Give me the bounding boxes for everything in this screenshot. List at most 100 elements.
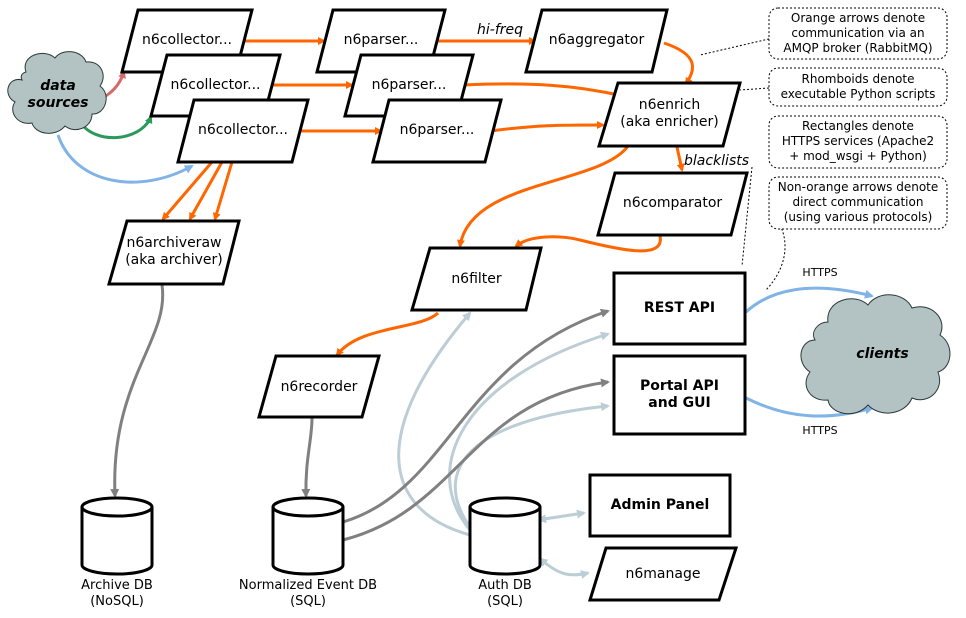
rhomboid-shapes — [107, 8, 749, 602]
admin-panel-shape — [588, 473, 732, 538]
archive-db-shape — [80, 496, 154, 576]
leader-orange-note — [699, 37, 774, 56]
event-db-label-line1: Normalized Event DB — [238, 578, 378, 593]
legend-rhomboids-box — [768, 67, 948, 107]
edge-enrich-filter — [456, 145, 630, 248]
data-sources-label-line2: sources — [27, 95, 89, 111]
comparator-shape — [596, 171, 749, 237]
portal-api-label: Portal API and GUI — [614, 378, 745, 412]
archive-db-label-line2: (NoSQL) — [90, 594, 144, 609]
edge-collector3-archiveraw-c — [212, 161, 234, 221]
recorder-label: n6recorder — [280, 379, 358, 395]
edge-authdb-adminpanel — [537, 509, 586, 524]
https-bottom-label: HTTPS — [802, 424, 838, 437]
collector2-label: n6collector... — [170, 77, 261, 93]
edge-authdb-n6manage — [538, 557, 590, 579]
portal-api-shape — [612, 354, 747, 436]
archiveraw-label-line2: (aka archiver) — [125, 252, 223, 268]
edge-datasources-collector3 — [56, 134, 194, 184]
admin-panel-label: Admin Panel — [610, 497, 710, 513]
gray-connections — [110, 284, 610, 542]
edge-restapi-clients — [744, 286, 874, 314]
legend-rectangles-line2: HTTPS services (Apache2 — [781, 134, 935, 148]
event-db-label: Normalized Event DB (SQL) — [218, 578, 398, 610]
filter-shape — [410, 246, 543, 312]
portal-api-label-line1: Portal API — [640, 378, 719, 394]
edge-enrich-comparator — [675, 146, 685, 172]
clients-label: clients — [856, 346, 909, 362]
legend-rectangles-box — [768, 115, 948, 169]
edge-collector3-archiveraw-b — [188, 161, 224, 221]
auth-db-label-line1: Auth DB — [478, 578, 532, 593]
aggregator-label: n6aggregator — [548, 32, 645, 48]
archive-db-label-line1: Archive DB — [81, 578, 153, 593]
edge-archiveraw-archivedb — [110, 284, 165, 498]
edge-parser3-enrich — [490, 121, 605, 133]
legend-nonorange-line2: direct communication — [792, 195, 924, 209]
legend-orange-line2: communication via an — [791, 26, 925, 40]
rectangle-shapes — [588, 271, 747, 538]
auth-db-label-line2: (SQL) — [487, 594, 523, 609]
legend-rectangles-note: Rectangles denote HTTPS services (Apache… — [769, 119, 947, 164]
edge-aggregator-enrich — [663, 41, 694, 86]
enrich-label-line1: n6enrich — [638, 97, 701, 113]
legend-orange-line1: Orange arrows denote — [790, 11, 926, 25]
archive-db-label: Archive DB (NoSQL) — [57, 578, 177, 610]
enrich-label-line2: (aka enricher) — [620, 114, 719, 130]
legend-orange-line3: AMQP broker (RabbitMQ) — [783, 41, 933, 55]
legend-nonorange-line1: Non-orange arrows denote — [777, 180, 939, 194]
legend-nonorange-line3: (using various protocols) — [783, 210, 933, 224]
parser3-shape — [371, 98, 503, 164]
hi-freq-label: hi-freq — [477, 22, 523, 38]
edge-comparator-filter — [514, 235, 662, 253]
legend-orange-box — [768, 7, 948, 60]
parser3-label: n6parser... — [399, 122, 475, 138]
legend-rectangles-line1: Rectangles denote — [802, 119, 914, 133]
edge-collector3-archiveraw-a — [161, 161, 214, 221]
edge-authdb-filter — [397, 311, 472, 537]
edge-recorder-eventdb — [301, 417, 314, 498]
edge-parser2-enrich — [462, 82, 625, 99]
collector3-shape — [176, 98, 310, 164]
auth-db-shape — [468, 496, 542, 576]
legend-nonorange-box — [768, 176, 948, 230]
legend-rhomboids-line1: Rhomboids denote — [801, 72, 915, 86]
n6manage-shape — [587, 546, 739, 602]
filter-label: n6filter — [451, 271, 502, 287]
parser1-label: n6parser... — [343, 32, 419, 48]
aggregator-shape — [524, 8, 669, 74]
collector1-label: n6collector... — [141, 32, 232, 48]
enrich-shape — [596, 81, 742, 148]
amqp-connections — [161, 37, 694, 357]
event-db-label-line2: (SQL) — [290, 594, 326, 609]
parser2-label: n6parser... — [371, 77, 447, 93]
rest-api-shape — [612, 271, 747, 346]
edge-eventdb-restapi — [342, 308, 610, 524]
data-sources-label: data sources — [18, 78, 98, 112]
legend-rhomboids-note: Rhomboids denote executable Python scrip… — [769, 72, 947, 102]
legend-rectangles-line3: + mod_wsgi + Python) — [789, 149, 927, 163]
event-db-shape — [271, 496, 345, 576]
legend-leaders — [699, 37, 786, 291]
https-top-label: HTTPS — [802, 266, 838, 279]
legend-rhomboids-line2: executable Python scripts — [780, 87, 936, 101]
rest-api-label: REST API — [643, 300, 716, 316]
legend-orange-note: Orange arrows denote communication via a… — [769, 11, 947, 56]
archiveraw-label: n6archiveraw (aka archiver) — [109, 235, 239, 269]
clients-cloud — [800, 294, 951, 415]
auth-db-label: Auth DB (SQL) — [455, 578, 555, 610]
archiveraw-label-line1: n6archiveraw — [126, 235, 222, 251]
leader-nonorange-note — [765, 224, 786, 291]
edge-datasources-collector2 — [78, 115, 153, 139]
leader-rectangles-note — [741, 166, 753, 267]
portal-api-label-line2: and GUI — [648, 395, 711, 411]
leader-rhomboids-note — [739, 87, 770, 91]
n6manage-label: n6manage — [625, 566, 701, 582]
edge-authdb-restapi — [448, 331, 610, 531]
enrich-label: n6enrich (aka enricher) — [599, 97, 740, 131]
data-sources-cloud — [7, 51, 107, 134]
blacklists-label: blacklists — [684, 153, 750, 169]
recorder-shape — [257, 354, 381, 419]
legend-nonorange-note: Non-orange arrows denote direct communic… — [769, 180, 947, 225]
